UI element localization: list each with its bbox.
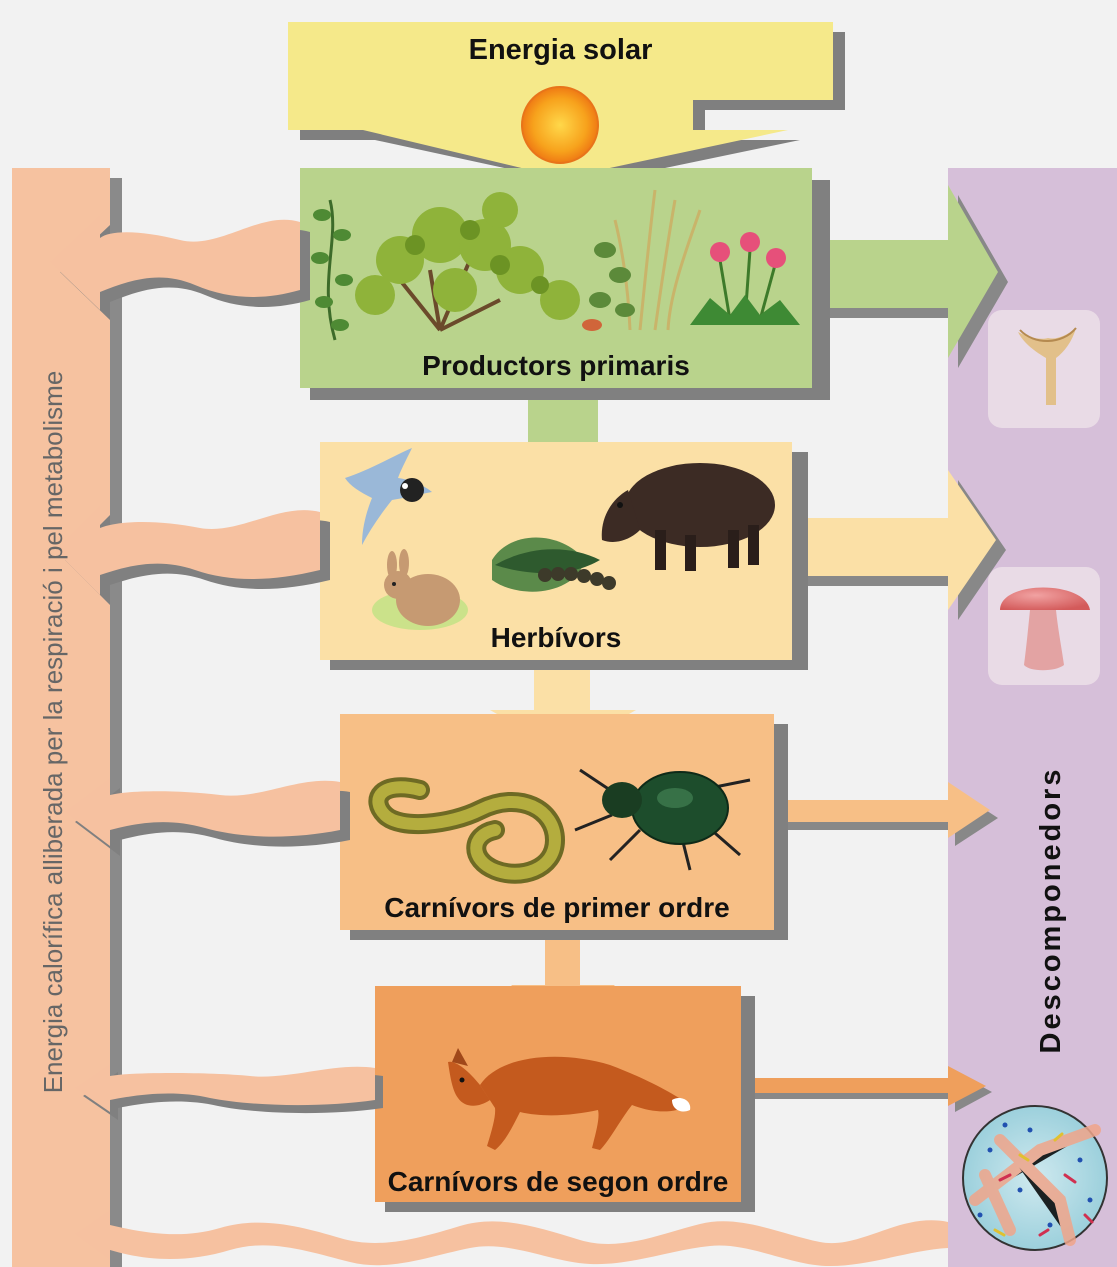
decomposers-side-label: Descomponedors [1031, 760, 1071, 1060]
level-label-herbivores: Herbívors [320, 622, 792, 654]
level-label-carnivores-2: Carnívors de segon ordre [375, 1166, 741, 1198]
bacteria-icon [963, 1106, 1107, 1250]
heat-arrow-5 [75, 1210, 948, 1266]
mushroom-icon [988, 567, 1100, 685]
level-label-producers: Productors primaris [300, 350, 812, 382]
fungus-icon [988, 310, 1100, 428]
heat-arrow-3 [65, 778, 350, 856]
title-energia-solar: Energia solar [288, 34, 833, 67]
heat-side-label: Energia calorífica alliberada per la res… [33, 312, 73, 1152]
level-label-carnivores-1: Carnívors de primer ordre [340, 892, 774, 924]
heat-arrow-2 [55, 505, 330, 605]
sun-icon [522, 87, 598, 163]
